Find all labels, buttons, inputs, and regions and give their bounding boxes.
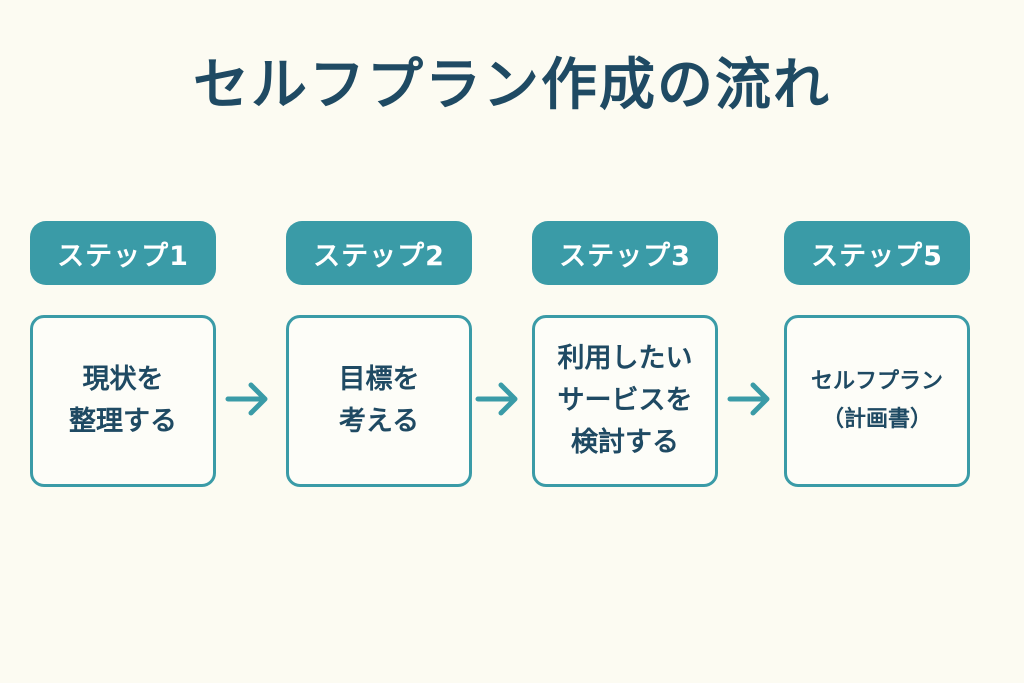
step-label: ステップ3 xyxy=(532,221,718,285)
step-label: ステップ2 xyxy=(286,221,472,285)
step-5: ステップ5 セルフプラン （計画書） xyxy=(784,221,970,487)
step-3: ステップ3 利用したい サービスを 検討する xyxy=(532,221,718,487)
step-box: 目標を 考える xyxy=(286,315,472,487)
step-box: 利用したい サービスを 検討する xyxy=(532,315,718,487)
step-box: セルフプラン （計画書） xyxy=(784,315,970,487)
arrow-right-icon xyxy=(475,382,518,416)
step-2: ステップ2 目標を 考える xyxy=(286,221,472,487)
step-label: ステップ5 xyxy=(784,221,970,285)
step-text: 現状を 整理する xyxy=(69,364,177,437)
step-text: セルフプラン （計画書） xyxy=(810,369,943,432)
page-title: セルフプラン作成の流れ xyxy=(193,53,831,118)
arrow-right-icon xyxy=(727,382,770,416)
arrow-right-icon xyxy=(225,382,268,416)
step-text: 利用したい サービスを 検討する xyxy=(557,343,693,458)
step-box: 現状を 整理する xyxy=(30,315,216,487)
step-label: ステップ1 xyxy=(30,221,216,285)
step-text: 目標を 考える xyxy=(338,364,420,437)
step-1: ステップ1 現状を 整理する xyxy=(30,221,216,487)
